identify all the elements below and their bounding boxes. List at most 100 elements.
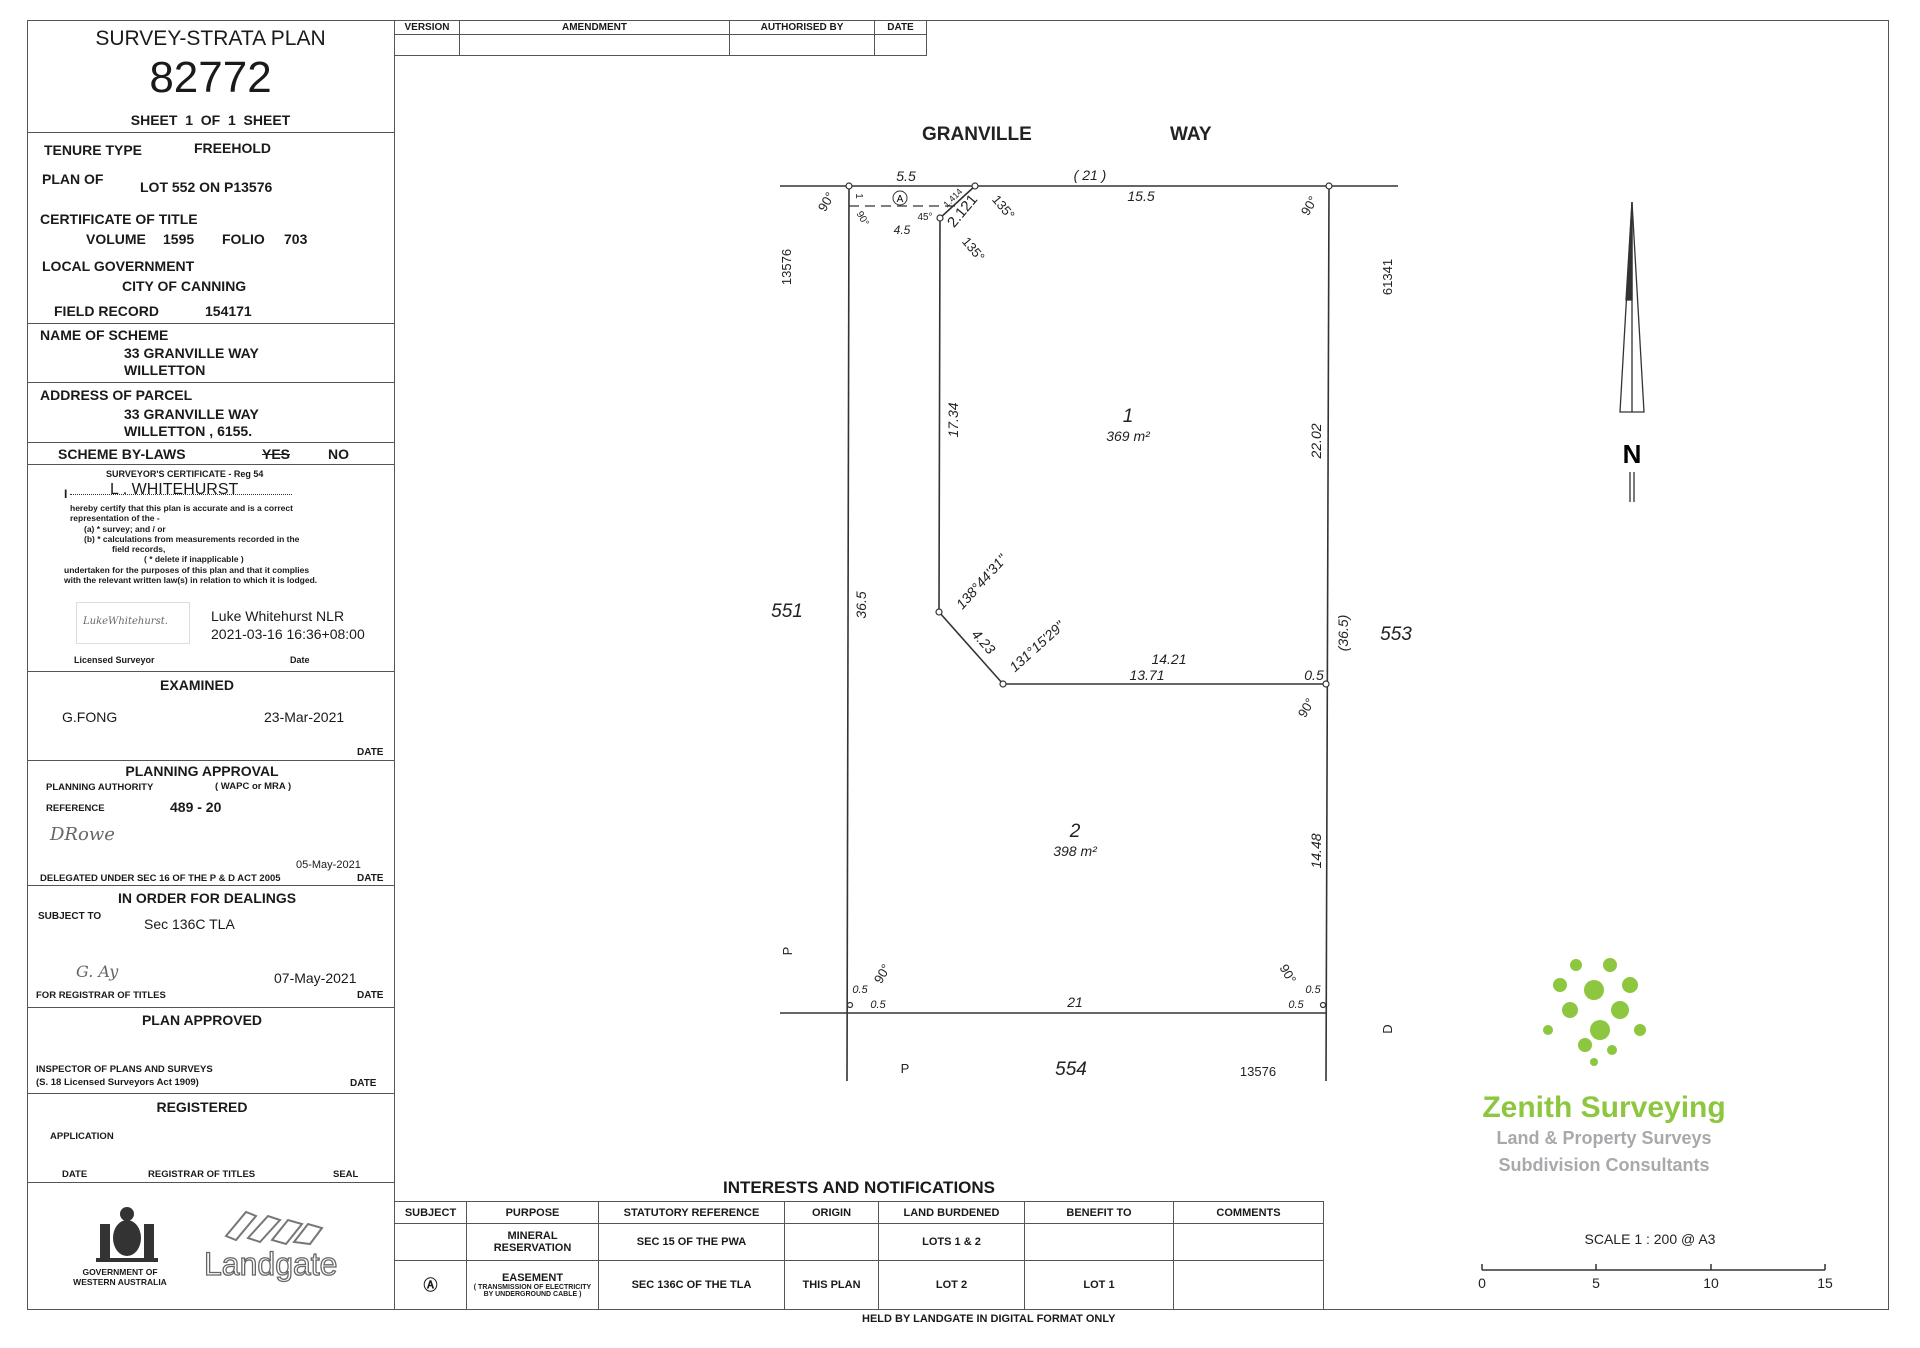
cell-origin: THIS PLAN [784, 1260, 879, 1310]
cell-benefit: LOT 1 [1024, 1260, 1174, 1310]
purpose-text: EASEMENT [501, 1272, 564, 1284]
cert-line: with the relevant written law(s) in rela… [64, 575, 318, 586]
easement-marker: A [897, 194, 904, 205]
planning-signature: DRowe [50, 824, 115, 845]
planning-date-label: DATE [357, 873, 384, 884]
planning-authority-label: PLANNING AUTHORITY [46, 782, 154, 793]
lot-2-number: 2 [1069, 821, 1081, 842]
field-record-label: FIELD RECORD [54, 303, 159, 319]
certificate-text: hereby certify that this plan is accurat… [64, 503, 317, 585]
application-label: APPLICATION [50, 1131, 114, 1142]
bylaws-no: NO [328, 446, 349, 462]
cell-burdened: LOTS 1 & 2 [878, 1223, 1025, 1261]
approved-heading: PLAN APPROVED [141, 1012, 263, 1028]
scheme-name: 33 GRANVILLE WAY [124, 345, 259, 361]
dealings-heading: IN ORDER FOR DEALINGS [117, 890, 297, 906]
tenure-value: FREEHOLD [194, 140, 271, 156]
col-header: BENEFIT TO [1024, 1201, 1174, 1224]
plan-ref-west: 13576 [779, 249, 794, 285]
address-label: ADDRESS OF PARCEL [40, 387, 193, 403]
folio-value: 703 [284, 231, 308, 247]
certificate-prefix: I [64, 487, 68, 501]
landgate-wordmark: Landgate [203, 1246, 338, 1282]
planning-authority-note: ( WAPC or MRA ) [215, 781, 292, 792]
planning-date: 05-May-2021 [296, 859, 361, 871]
angle-e: 90° [1295, 695, 1318, 720]
angle-135-a: 135° [989, 192, 1018, 222]
angle-45: 45° [917, 212, 932, 223]
side-13-71: 13.71 [1129, 667, 1164, 683]
offset-east: 0.5 [1304, 667, 1324, 683]
lot-554: 554 [1055, 1059, 1087, 1080]
angle-easement: 90° [854, 209, 871, 228]
offset-se: 0.5 [1305, 984, 1321, 996]
subject-to-value: Sec 136C TLA [144, 916, 235, 932]
company-tagline-1: Land & Property Surveys [1496, 1128, 1711, 1148]
frontage-total: ( 21 ) [1074, 167, 1107, 183]
plan-type: SURVEY-STRATA PLAN [95, 27, 326, 50]
local-gov-label: LOCAL GOVERNMENT [42, 258, 195, 274]
street-type: WAY [1170, 124, 1212, 145]
company-name: Zenith Surveying [1482, 1091, 1725, 1124]
delegated-note: DELEGATED UNDER SEC 16 OF THE P & D ACT … [40, 873, 281, 884]
purpose-note: ( TRANSMISSION OF ELECTRICITY BY UNDERGR… [473, 1284, 592, 1298]
tenure-label: TENURE TYPE [44, 142, 143, 158]
examiner-name: G.FONG [62, 709, 118, 725]
bylaws-label: SCHEME BY-LAWS [58, 446, 186, 462]
surveyor-label: Licensed Surveyor [74, 655, 155, 665]
frontage-left: 5.5 [896, 168, 916, 184]
folio-label: FOLIO [222, 231, 265, 247]
north-label: N [1623, 439, 1642, 469]
cell-comments [1173, 1223, 1324, 1261]
seal-label: SEAL [333, 1169, 359, 1180]
volume-label: VOLUME [86, 231, 146, 247]
cell-purpose: EASEMENT( TRANSMISSION OF ELECTRICITY BY… [466, 1260, 599, 1310]
cert-line: ( * delete if inapplicable ) [144, 554, 244, 565]
reference-label: REFERENCE [46, 803, 105, 814]
west-boundary [846, 185, 850, 1082]
cert-line: hereby certify that this plan is accurat… [70, 503, 293, 513]
side-14-21: 14.21 [1151, 651, 1186, 667]
angle-135-b: 135° [959, 234, 988, 264]
p-label-west: P [780, 947, 795, 956]
examined-date-label: DATE [357, 747, 384, 758]
offset-se-2: 0.5 [1288, 999, 1304, 1011]
address-line-2: WILLETTON , 6155. [124, 423, 253, 439]
approved-date-label: DATE [350, 1078, 377, 1089]
cell-reference: SEC 15 OF THE PWA [598, 1223, 785, 1261]
col-header: SUBJECT [394, 1201, 467, 1224]
d-label: D [1380, 1024, 1395, 1033]
offset-sw-2: 0.5 [870, 999, 886, 1011]
certificate-label: CERTIFICATE OF TITLE [40, 211, 198, 227]
side-17-34: 17.34 [945, 402, 961, 437]
survey-pegs [845, 182, 1333, 1009]
subject-to-label: SUBJECT TO [38, 911, 102, 922]
field-record-value: 154171 [205, 303, 252, 319]
col-header: ORIGIN [784, 1201, 879, 1224]
frontage-right: 15.5 [1127, 188, 1154, 204]
interests-table: SUBJECT PURPOSE STATUTORY REFERENCE ORIG… [394, 1201, 1324, 1310]
east-boundary [1325, 185, 1330, 1082]
certificate-dots [70, 494, 292, 495]
signature-box: LukeWhitehurst. [76, 602, 190, 644]
sheet-count: SHEET 1 OF 1 SHEET [130, 112, 291, 128]
registered-heading: REGISTERED [156, 1099, 248, 1115]
certificate-heading: SURVEYOR'S CERTIFICATE - Reg 54 [106, 469, 264, 479]
street-name: GRANVILLE [922, 124, 1032, 145]
company-tagline-2: Subdivision Consultants [1498, 1155, 1709, 1175]
address-line-1: 33 GRANVILLE WAY [124, 406, 259, 422]
purpose-text: MINERAL RESERVATION [493, 1230, 572, 1254]
cell-subject [394, 1223, 467, 1261]
cell-comments [1173, 1260, 1324, 1310]
local-gov-value: CITY OF CANNING [122, 278, 247, 294]
east-total: (36.5) [1335, 615, 1351, 652]
date-cell [874, 34, 927, 56]
dealings-date-label: DATE [357, 990, 384, 1001]
plan-ref-east: 61341 [1380, 259, 1395, 295]
plan-of-value: LOT 552 ON P13576 [140, 179, 273, 195]
p-label-south: P [901, 1061, 910, 1076]
west-total: 36.5 [853, 591, 869, 618]
digital-format-note: HELD BY LANDGATE IN DIGITAL FORMAT ONLY [862, 1313, 1116, 1325]
